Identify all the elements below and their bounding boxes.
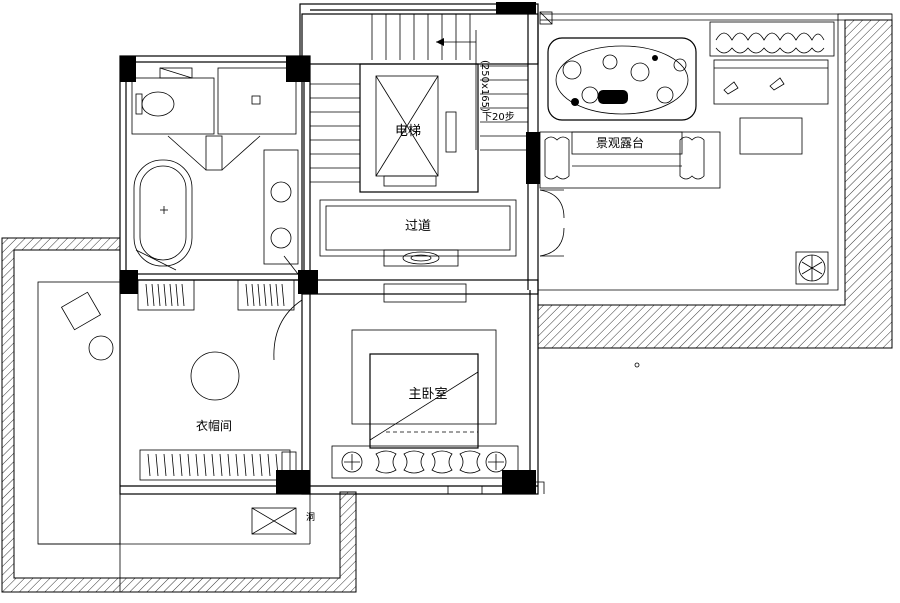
terrace-outline: [537, 13, 893, 349]
side-table: [88, 335, 114, 361]
hole-marker: [251, 507, 297, 535]
stair-size-note: (250x165): [479, 60, 490, 112]
sink-2: [270, 227, 292, 249]
bathroom-area: [131, 67, 299, 275]
bedroom-shelf: [383, 283, 467, 303]
planter-top: [709, 21, 835, 57]
bathtub: [133, 159, 193, 267]
lounge-chair: [60, 291, 102, 331]
bed-headboard: [331, 445, 519, 479]
terrace-area: 景观露台: [537, 11, 893, 368]
toilet: [141, 91, 175, 117]
hole-label: 洞: [306, 512, 315, 523]
stair-down-note: 下20步: [482, 111, 515, 123]
closet-rack-bottom: [139, 449, 291, 481]
bedroom-label: 主卧室: [408, 386, 447, 402]
terrace-label: 景观露台: [596, 135, 644, 150]
corridor-label: 过道: [405, 219, 431, 234]
corridor-area: 过道: [319, 189, 565, 267]
bedroom-area: 主卧室: [331, 283, 545, 495]
nightstand-lamp-right: [485, 451, 507, 473]
elevator-shaft: [359, 63, 479, 193]
closet-label: 衣帽间: [196, 418, 232, 433]
shower: [217, 67, 297, 135]
closet-rack-top-left: [137, 279, 195, 311]
terrace-parapet-hatch: [537, 19, 893, 349]
jacuzzi: [547, 37, 697, 121]
sink-1: [270, 181, 292, 203]
terrace-door-swing-top: [539, 189, 565, 219]
walls: [119, 2, 540, 495]
closet-rack-top-right: [237, 279, 295, 311]
stair-core: (250x165) 下20步 电梯: [310, 14, 528, 193]
elevator-label: 电梯: [395, 124, 421, 139]
bedroom-window: [447, 485, 483, 495]
bed: [369, 353, 479, 449]
terrace-table: [739, 117, 803, 155]
bedroom-rug: [351, 329, 497, 425]
closet-area: 衣帽间: [137, 279, 303, 481]
closet-ottoman: [190, 351, 240, 401]
vanity: [263, 149, 299, 265]
nightstand-lamp-left: [341, 451, 363, 473]
